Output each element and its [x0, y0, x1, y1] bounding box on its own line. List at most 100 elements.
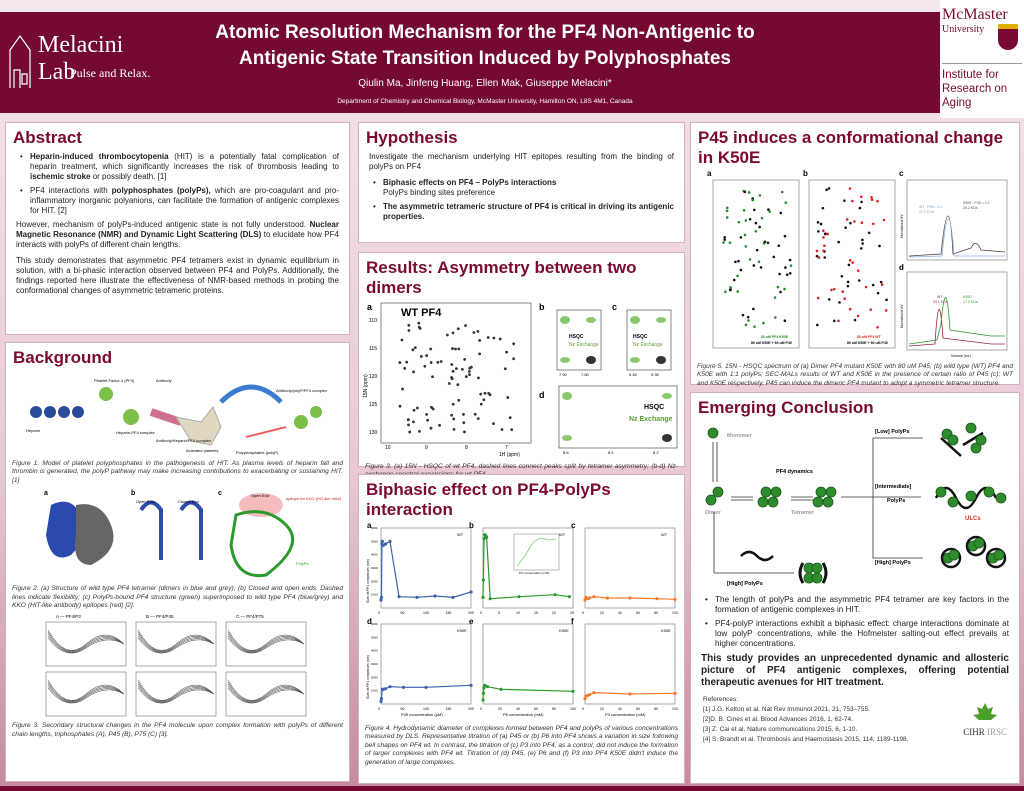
data-point: [567, 595, 571, 599]
y-tick-label: 110: [369, 318, 377, 324]
cd-curve: [137, 688, 215, 704]
p45-title: P45 induces a conformational change in K…: [698, 128, 1004, 167]
svg-text:a: a: [707, 169, 712, 178]
figure-4-caption: Figure 4. Hydrodynamic diameter of compl…: [365, 725, 678, 766]
nmr-peak: [763, 240, 767, 244]
panel-label: e: [469, 617, 474, 626]
nmr-peak: [860, 200, 863, 204]
nmr-peak: [822, 236, 825, 239]
nmr-peak: [876, 291, 880, 295]
nmr-peak: [784, 266, 787, 269]
nmr-peak: [743, 233, 747, 237]
crest-icon: [998, 24, 1018, 50]
nmr-peak: [722, 241, 725, 244]
x-tick-label: 50: [401, 707, 405, 711]
x-tick-label: 60: [636, 611, 640, 615]
x-axis-label: P6 concentration (mM): [503, 712, 544, 717]
x-tick-label: 10: [385, 445, 391, 451]
y-tick-label: 2000: [371, 675, 378, 679]
conclusion-title: Emerging Conclusion: [698, 398, 874, 417]
y-tick-label: 5000: [371, 635, 378, 639]
nmr-peak: [492, 422, 495, 426]
nmr-peak: [736, 274, 739, 278]
svg-text:Normalized UV: Normalized UV: [900, 214, 904, 238]
y-tick-label: 3000: [371, 662, 378, 666]
p45-figure: a b c d 80 uM PF4 K50E 80 uM K50E + 80 u…: [707, 169, 1008, 358]
nmr-peak: [451, 369, 455, 373]
data-point: [485, 685, 490, 689]
nmr-peak: [492, 336, 496, 340]
nmr-peak: [403, 366, 407, 370]
nmr-peak: [885, 298, 888, 302]
nmr-peak: [430, 405, 433, 409]
data-point: [415, 595, 419, 599]
chart-frame: [380, 623, 472, 705]
chart-frame: [380, 527, 472, 609]
nmr-peak: [416, 406, 419, 410]
nmr-peak: [758, 194, 762, 197]
nmr-peak: [882, 218, 886, 222]
svg-text:Platelet Factor 4 (PF4): Platelet Factor 4 (PF4): [94, 378, 135, 383]
x-tick-label: 100: [570, 707, 576, 711]
nmr-peak: [848, 187, 852, 190]
nmr-peak: [759, 266, 763, 269]
series-line: [482, 684, 574, 701]
svg-text:80 uM PF4 WT: 80 uM PF4 WT: [857, 335, 882, 339]
nmr-peak: [487, 392, 491, 395]
nmr-peak: [819, 222, 823, 226]
nmr-peak: [451, 402, 455, 406]
svg-text:c: c: [899, 169, 904, 178]
data-point: [499, 687, 503, 691]
nmr-peak: [752, 264, 756, 267]
cd-curve: [137, 686, 215, 704]
svg-text:C — PF4/P75: C — PF4/P75: [236, 614, 264, 619]
nmr-peak: [860, 195, 863, 199]
pf4-subunit: [705, 494, 717, 506]
y-tick-label: 6000: [371, 526, 378, 530]
hypothesis-bullet: The asymmetric tetrameric structure of P…: [369, 202, 674, 222]
nmr-peak: [744, 219, 748, 222]
cd-curve: [137, 638, 215, 654]
data-point: [482, 537, 486, 541]
panel-tag: WT: [661, 532, 668, 537]
svg-text:epitope for KKO (HIT-like mAb): epitope for KKO (HIT-like mAb): [286, 496, 342, 501]
nmr-peak: [398, 361, 402, 364]
svg-text:ULCs: ULCs: [965, 516, 981, 522]
nmr-peak: [871, 283, 875, 287]
pf4-subunit: [983, 486, 995, 498]
nmr-peak: [739, 268, 743, 272]
nmr-peak: [776, 285, 780, 289]
panel-label: a: [367, 521, 372, 530]
svg-text:Antibody/Heparin/PF4 complex: Antibody/Heparin/PF4 complex: [156, 438, 211, 443]
svg-text:17.2 KDa: 17.2 KDa: [963, 300, 978, 304]
svg-text:[High] PolyPs: [High] PolyPs: [727, 581, 763, 587]
nmr-peak: [838, 301, 841, 304]
nmr-peak: [468, 373, 471, 376]
nmr-peak: [729, 285, 732, 289]
nmr-peak: [423, 364, 427, 368]
cd-frame: [135, 672, 217, 717]
y-axis-label: Size of PF4 complexes (nm): [366, 559, 370, 603]
nmr-peak: [429, 426, 433, 430]
cd-curve: [227, 686, 305, 704]
cd-curve: [137, 684, 215, 703]
nmr-peak: [725, 206, 729, 210]
pf4-subunit: [712, 486, 724, 498]
nmr-peak: [512, 357, 516, 361]
pf4-subunit: [948, 549, 960, 561]
nmr-peak: [788, 271, 792, 275]
svg-text:WT : P45 = 2:1: WT : P45 = 2:1: [919, 205, 942, 209]
pf4-dynamics-diagram: Monomer Dimer Tetramer PF4 dynamics [Low…: [705, 422, 1007, 587]
nmr-peak: [450, 363, 454, 366]
chart-frame: [584, 527, 676, 609]
pf4-subunit: [970, 442, 982, 454]
x-tick-label: 0: [378, 707, 380, 711]
x-tick-label: 25: [570, 611, 574, 615]
nmr-peak: [505, 350, 508, 354]
data-point: [379, 595, 384, 599]
cd-curve: [47, 636, 125, 654]
x-tick-label: 100: [672, 611, 678, 615]
nmr-peak: [815, 254, 819, 258]
nmr-peak: [479, 402, 483, 406]
